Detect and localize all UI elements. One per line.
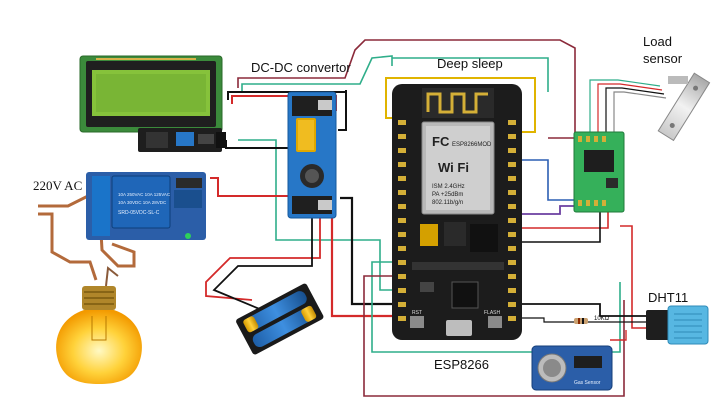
chip-std: 802.11b/g/n [432,200,463,206]
rst-label: RST [412,310,422,316]
wire-maroon-bottom [363,275,625,397]
wire-green-right [392,57,549,92]
relay-module: 10A 250VAC 10A 125VAC 10A 30VDC 10A 28VD… [86,172,206,240]
relay-led [185,233,191,239]
ac-voltage-label: 220V AC [33,178,83,193]
esp8266-label: ESP8266 [434,357,489,372]
wire-loadcell-2 [597,83,663,136]
wire-yellow [385,77,536,133]
wire-blue [516,159,582,201]
chip-pa: PA +25dBm [432,192,463,198]
chip-cert: ISM 2.4GHz [432,184,465,190]
resistor [574,318,588,324]
dc-dc-convertor-label: DC-DC convertor [251,60,351,75]
wires [38,39,667,397]
load-sensor-label: Load sensor [643,34,683,66]
fc-mark: FC [432,134,450,149]
wire-dht-data [516,317,648,323]
chip-model: ESP8266MOD [452,142,492,148]
wire-batt-red [205,218,321,301]
wire-loadcell-4 [613,91,667,136]
relay-model: SRD-05VDC-SL-C [118,210,160,216]
dc-dc-converter [287,91,337,219]
gas-sensor-label: Gas Sensor [574,380,601,386]
wire-ac-4 [105,266,119,287]
esp-pins-right [508,120,516,321]
wire-batt-black [212,218,313,311]
relay-spec-1: 10A 250VAC 10A 125VAC [118,192,171,197]
wire-ac-2 [38,212,98,281]
relay-spec-2: 10A 30VDC 10A 28VDC [118,200,167,205]
wire-relay-green [238,139,402,291]
wire-loadcell-3 [605,87,665,136]
wire-relay-red [210,177,288,197]
wire-conv-black [340,196,402,306]
battery-pack [236,283,324,355]
deep-sleep-label: Deep sleep [437,56,503,71]
dht11-sensor [646,305,709,345]
wire-maroon-top [237,39,576,139]
flash-label: FLASH [484,310,501,316]
lcd-pins [96,58,196,60]
gas-sensor: Gas Sensor [531,345,613,391]
wire-conv-red [330,214,402,318]
wire-black-lcd [227,90,347,131]
wire-ac-3 [98,213,136,268]
light-bulb [56,286,142,384]
esp8266-board: FC ESP8266MOD Wi Fi ISM 2.4GHz PA +25dBm… [392,84,522,340]
esp-pins-left [398,120,406,321]
dht11-label: DHT11 [648,290,689,305]
wire-relay-black [225,140,288,149]
wire-loadcell [589,79,661,136]
resistor-label: 10KΩ [594,316,610,322]
lcd-display [79,55,223,133]
wire-black-right [516,204,601,243]
wire-dht-red [620,225,648,329]
hx711-module [573,131,625,213]
load-cell [657,72,711,142]
i2c-adapter [138,128,226,152]
wire-dht-black [516,303,648,317]
wire-gas [610,330,627,341]
wire-green-bottom [371,261,621,353]
wifi-logo: Wi Fi [438,160,469,175]
